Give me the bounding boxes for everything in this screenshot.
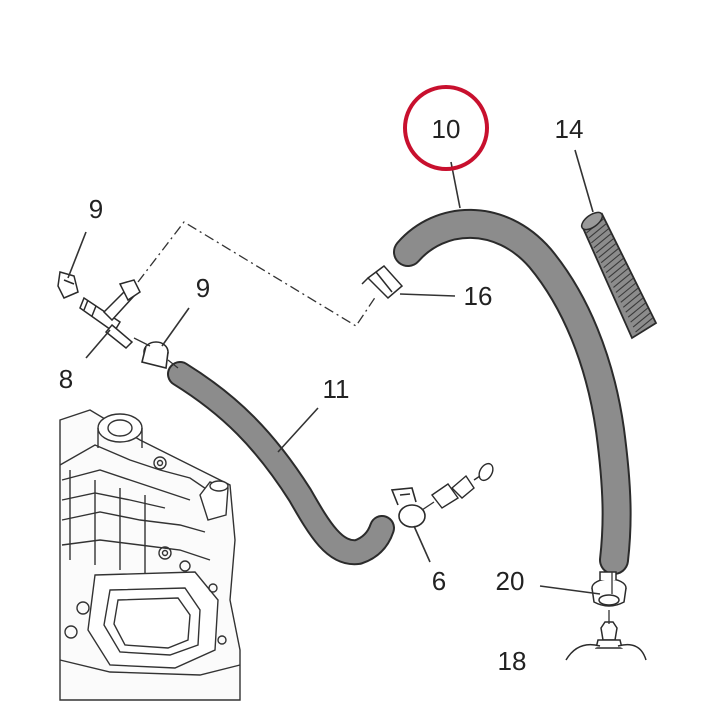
label-part-6: 6 — [432, 566, 446, 596]
sleeve-rib — [608, 263, 626, 278]
label-part-18: 18 — [498, 646, 527, 676]
leader-lines — [67, 149, 601, 595]
sleeve-rib — [625, 297, 644, 313]
sleeve-rib — [632, 312, 651, 328]
clamp-9-mid — [141, 341, 169, 369]
sleeve-rib — [598, 243, 617, 259]
hose-11 — [167, 361, 395, 566]
sleeve-rib — [613, 273, 631, 288]
label-part-9-top: 9 — [89, 194, 103, 224]
label-part-10: 10 — [432, 114, 461, 144]
sleeve-rib — [630, 307, 648, 323]
hose-10 — [393, 208, 632, 575]
clamp-6 — [390, 487, 426, 528]
corrugated-sleeve — [580, 211, 658, 340]
filter-cap-18 — [565, 621, 647, 661]
sleeve-rib — [591, 228, 609, 244]
sleeve-rib — [635, 317, 653, 333]
sleeve-rib — [618, 282, 636, 298]
breather-fitting — [430, 462, 494, 509]
t-fitting-8 — [79, 279, 141, 350]
sleeve-rib — [622, 292, 641, 308]
label-part-9-mid: 9 — [196, 273, 210, 303]
label-part-16: 16 — [464, 281, 493, 311]
sleeve-rib — [593, 233, 612, 249]
routing-line — [137, 221, 377, 327]
sleeve-rib — [603, 253, 621, 269]
label-part-20: 20 — [496, 566, 525, 596]
cylinder-head — [59, 409, 241, 701]
sleeve-rib — [615, 277, 634, 293]
sleeve-rib — [620, 287, 639, 303]
sleeve-rib — [605, 258, 624, 274]
clamp-20 — [591, 571, 627, 607]
sleeve-rib — [627, 302, 646, 318]
sleeve-rib — [610, 268, 629, 283]
connector-16 — [361, 264, 404, 300]
highlight-circle — [403, 85, 489, 171]
label-part-14: 14 — [555, 114, 584, 144]
sleeve-rib — [595, 238, 614, 254]
label-part-8: 8 — [59, 364, 73, 394]
label-part-11: 11 — [323, 374, 350, 404]
sleeve-rib — [588, 223, 607, 239]
clamp-9-top — [57, 271, 79, 299]
sleeve-rib — [600, 248, 619, 264]
connector-lines — [133, 337, 613, 624]
